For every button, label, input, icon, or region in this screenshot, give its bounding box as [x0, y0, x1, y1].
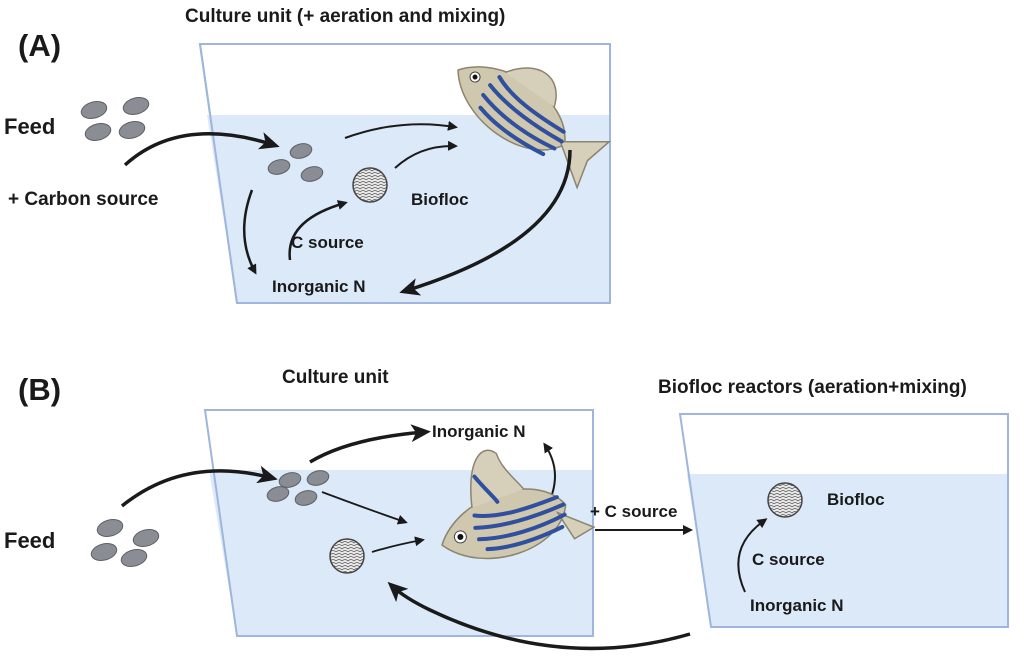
pellets-to-n-arrow: [243, 189, 257, 275]
feed-label-b: Feed: [4, 528, 55, 553]
carbon-source-label: + Carbon source: [8, 189, 158, 210]
panel-b: (B) Culture unit Biofloc reactors (aerat…: [4, 367, 1009, 651]
panel-b-title: Culture unit: [282, 367, 389, 388]
feed-pellets-icon: [80, 97, 150, 141]
fish-icon: [457, 66, 612, 190]
biofloc-particle: [352, 167, 388, 203]
pellets-in-tank-b: [266, 470, 330, 506]
pellets-to-fish-arrow: [344, 120, 458, 139]
panel-a-letter: (A): [18, 28, 61, 63]
feed-inflow-arrow-b: [120, 465, 278, 508]
panel-a-title: Culture unit (+ aeration and mixing): [185, 6, 505, 27]
feed-pellets-icon-b: [90, 519, 160, 567]
panel-b-letter: (B): [18, 372, 61, 407]
pellets-to-n-arrow-b: [309, 424, 431, 464]
reactor-c-source-label: C source: [752, 550, 825, 569]
c-source-to-biofloc-arrow: [288, 200, 348, 261]
fish-excretion-arrow: [399, 149, 572, 296]
pellets-to-fish-arrow-b: [321, 491, 408, 525]
biofloc-to-fish-arrow-b: [371, 536, 425, 553]
reactor-n-to-biofloc-arrow: [737, 518, 768, 593]
fish-icon-b: [441, 449, 596, 560]
panel-a: (A) Culture unit (+ aeration and mixing)…: [4, 6, 612, 304]
reactor-biofloc-label: Biofloc: [827, 490, 885, 509]
reactor-biofloc-particle: [767, 482, 803, 518]
feed-label: Feed: [4, 114, 55, 139]
biofloc-to-fish-arrow: [394, 140, 458, 169]
reactor-title: Biofloc reactors (aeration+mixing): [658, 377, 967, 398]
pellets-in-tank: [267, 143, 324, 182]
biofloc-reactor-tank: [678, 413, 1009, 628]
reactor-inorganic-n-label: Inorganic N: [750, 596, 844, 615]
biofloc-return-arrow: [387, 581, 691, 651]
feed-inflow-arrow: [123, 132, 280, 167]
biofloc-label: Biofloc: [411, 190, 469, 209]
biofloc-particle-b: [329, 538, 365, 574]
c-source-label: C source: [291, 233, 364, 252]
inorganic-n-label-b: Inorganic N: [432, 422, 526, 441]
inorganic-n-label: Inorganic N: [272, 277, 366, 296]
c-source-transfer-label: + C source: [590, 502, 677, 521]
